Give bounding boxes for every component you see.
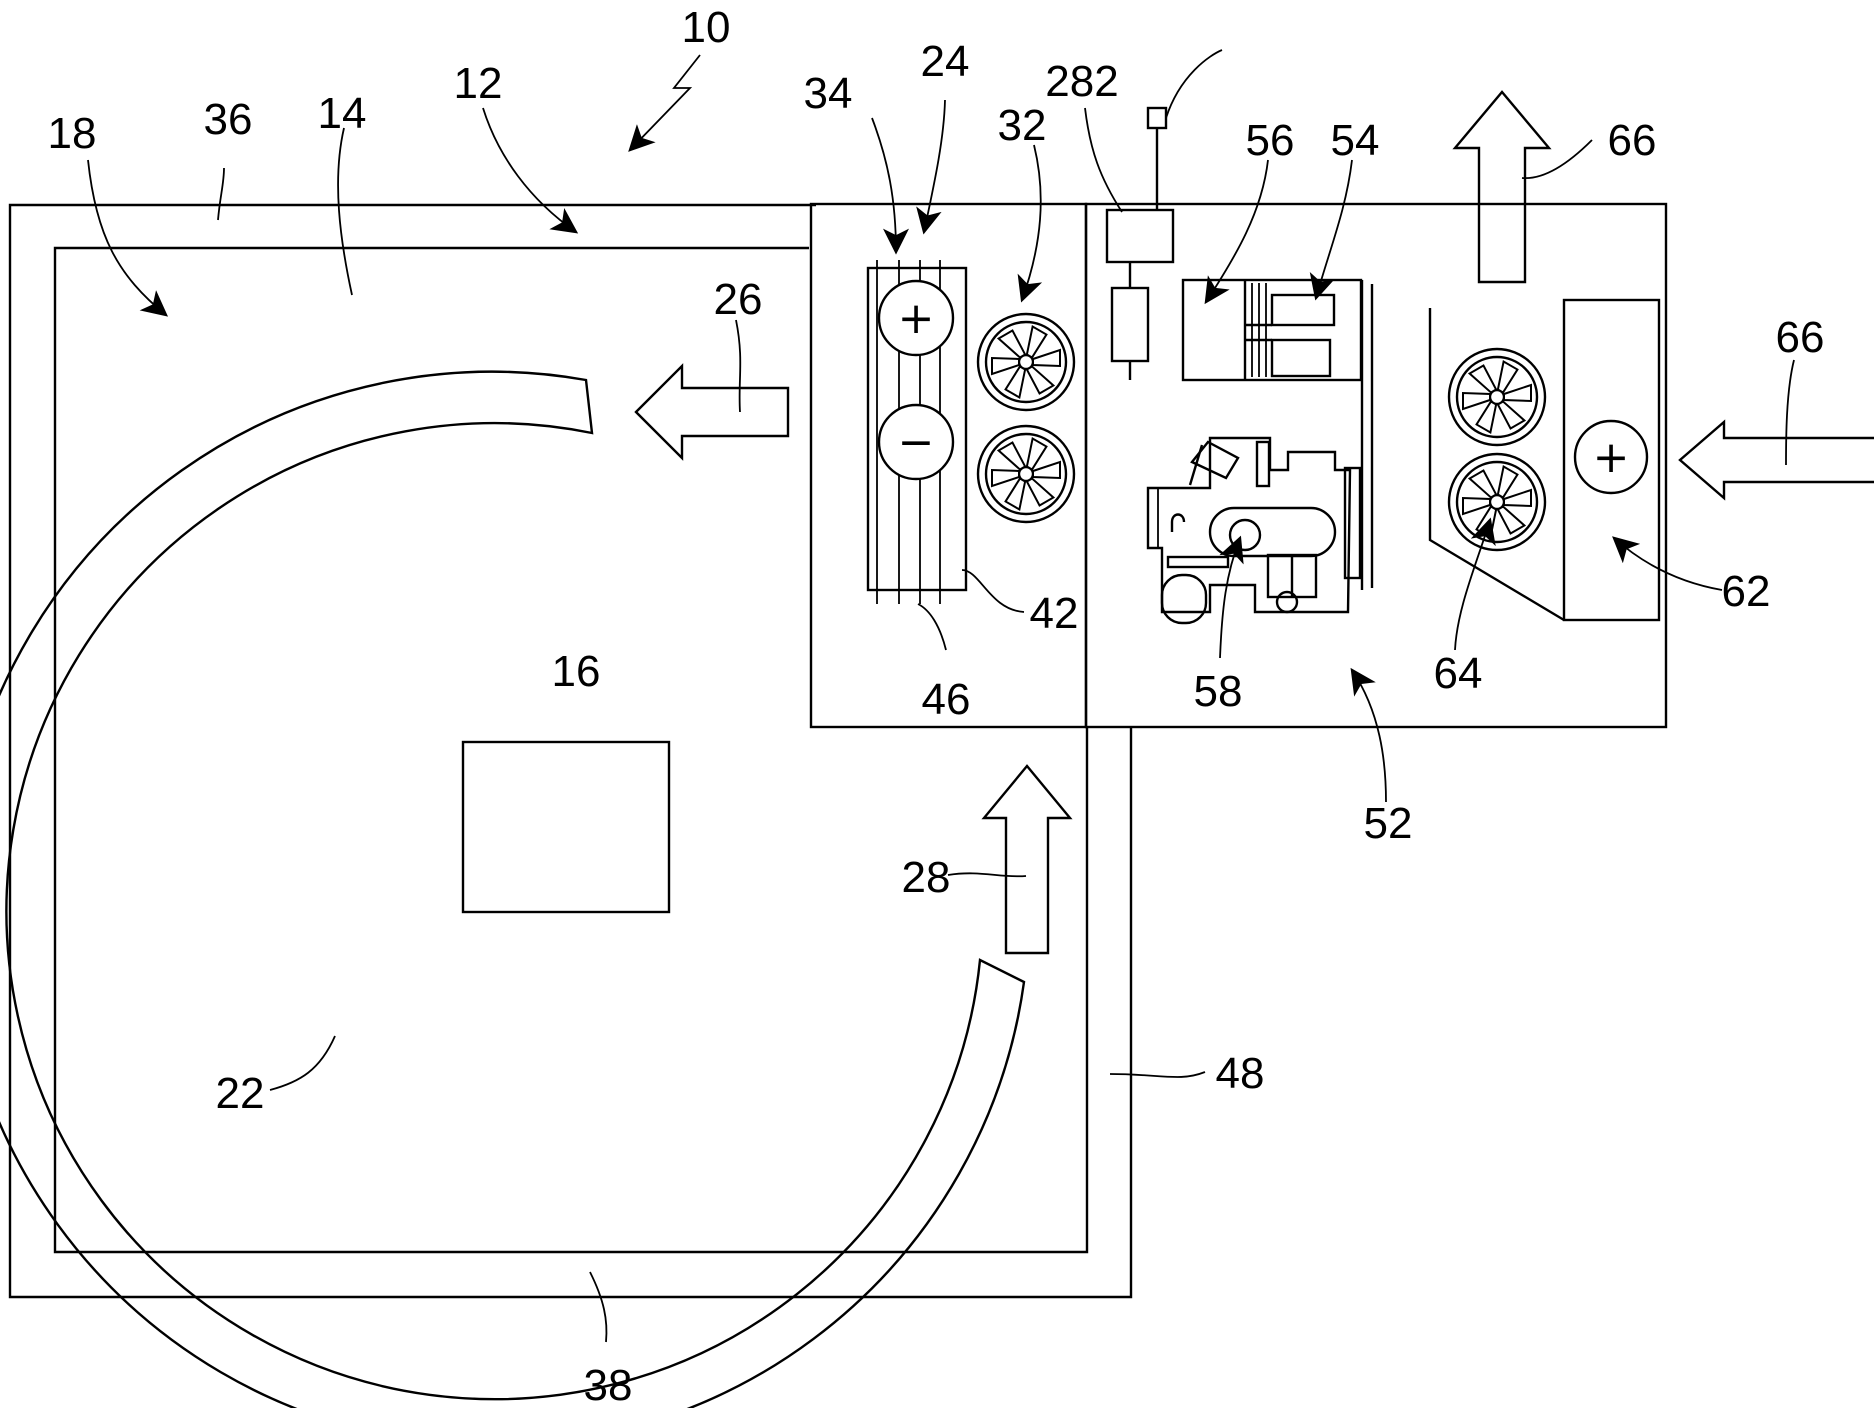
fan-blade [1026, 362, 1053, 393]
fan-blade [1497, 502, 1524, 533]
label-42: 42 [1030, 589, 1079, 638]
label-26: 26 [714, 275, 763, 324]
label-52: 52 [1364, 799, 1413, 848]
exhaust-air-arrow [1455, 92, 1549, 282]
label-24: 24 [921, 37, 970, 86]
fan-blade [1463, 393, 1490, 409]
drive-belt [1362, 280, 1372, 590]
label-12: 12 [454, 59, 503, 108]
controller-282 [1107, 108, 1173, 380]
fan-blade [1504, 490, 1531, 506]
engine-58 [1148, 438, 1360, 623]
reference-numerals: 10 18 36 14 12 34 24 32 282 56 54 66 26 … [48, 3, 1825, 1408]
fan-blade [1470, 366, 1497, 397]
fan-blade [999, 331, 1026, 362]
fan-blade [1026, 474, 1053, 505]
label-48: 48 [1216, 1049, 1265, 1098]
fan-blade [1033, 350, 1060, 366]
label-36: 36 [204, 95, 253, 144]
svg-text:+: + [1593, 432, 1630, 483]
fan-blade [1463, 498, 1490, 514]
fan-blade [1497, 397, 1524, 428]
label-18: 18 [48, 109, 97, 158]
label-28: 28 [902, 853, 951, 902]
label-56: 56 [1246, 116, 1295, 165]
load-box [463, 742, 669, 912]
fan-icon [1449, 454, 1545, 550]
fan-blade [999, 443, 1026, 474]
fan-blade [1033, 462, 1060, 478]
antenna-signal-arc [1166, 50, 1222, 118]
label-10: 10 [682, 3, 731, 52]
fan-blade [1504, 385, 1531, 401]
fan-icon [1449, 349, 1545, 445]
label-282: 282 [1045, 57, 1118, 106]
engine-compartment-box [1086, 204, 1666, 727]
label-14: 14 [318, 89, 367, 138]
fan-icon [978, 314, 1074, 410]
label-32: 32 [998, 101, 1047, 150]
label-22: 22 [216, 1069, 265, 1118]
fan-blade [992, 470, 1019, 486]
heating-element-positive: + [879, 281, 953, 355]
intake-air-arrow [1680, 422, 1874, 498]
return-air-arrow [984, 766, 1070, 953]
svg-text:+: + [898, 293, 935, 344]
fan-icon [978, 426, 1074, 522]
conditioning-unit-box [811, 204, 1086, 727]
label-66-right: 66 [1776, 313, 1825, 362]
label-38: 38 [584, 1361, 633, 1408]
outer-housing-wall [10, 205, 1131, 1297]
radiator-62: + [1564, 300, 1659, 620]
label-58: 58 [1194, 667, 1243, 716]
label-64: 64 [1434, 649, 1483, 698]
inner-chamber-wall [55, 248, 1087, 1252]
label-16: 16 [552, 647, 601, 696]
supply-air-arrow [636, 366, 788, 458]
svg-text:−: − [898, 417, 935, 468]
label-62: 62 [1722, 567, 1771, 616]
label-46: 46 [922, 675, 971, 724]
label-66-top: 66 [1608, 116, 1657, 165]
fan-blade [992, 358, 1019, 374]
label-34: 34 [804, 69, 853, 118]
label-54: 54 [1331, 116, 1380, 165]
air-baffle [1430, 308, 1564, 620]
fan-blade [1470, 471, 1497, 502]
cooling-element-negative: − [879, 405, 953, 479]
